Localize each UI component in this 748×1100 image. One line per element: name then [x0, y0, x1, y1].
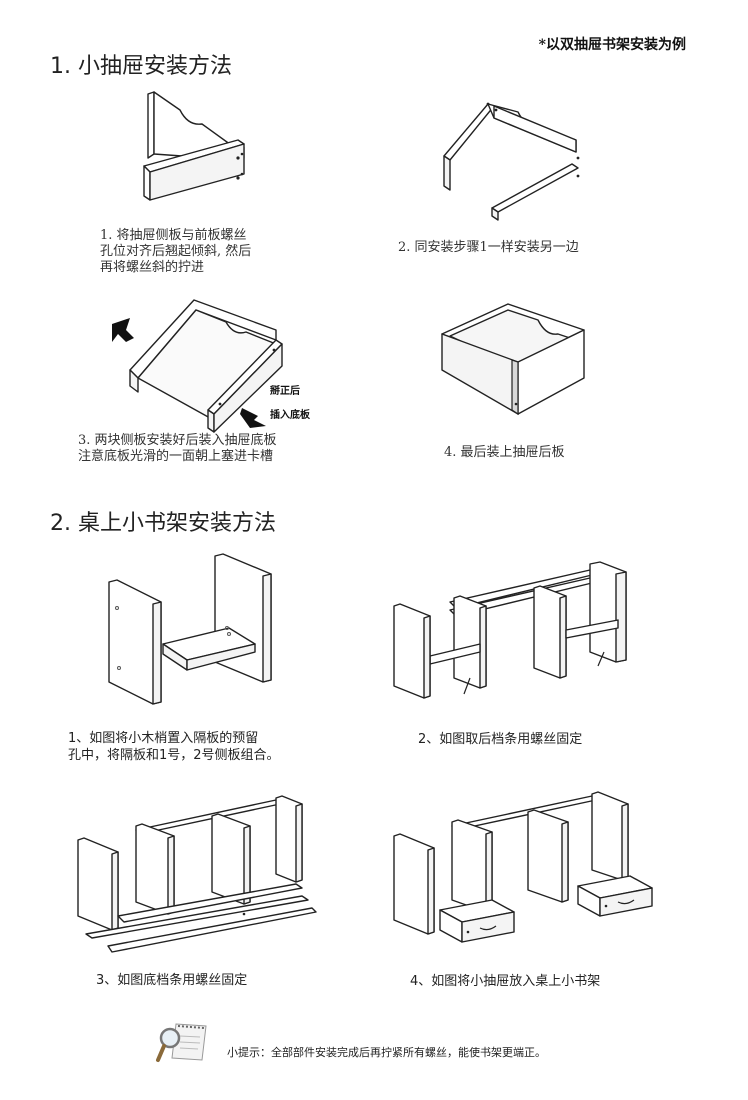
- drawer-step3-annotation-top: 掰正后: [270, 384, 300, 397]
- shelf-step3-figure: [77, 795, 317, 953]
- shelf-step4-figure: [393, 791, 653, 943]
- drawer-step4-caption: 4. 最后装上抽屉后板: [444, 445, 565, 460]
- shelf-step3-caption: 3、如图底档条用螺丝固定: [96, 973, 248, 988]
- drawer-step3-figure: 掰正后 插入底板: [112, 299, 311, 433]
- shelf-step1-figure: [108, 553, 272, 705]
- shelf-step4-caption: 4、如图将小抽屉放入桌上小书架: [410, 974, 601, 989]
- drawer-step2-figure: [443, 102, 580, 221]
- drawer-step1-figure: [143, 91, 245, 201]
- drawer-step3-caption: 3. 两块侧板安装好后装入抽屉底板 注意底板光滑的一面朝上塞进卡槽: [78, 433, 277, 464]
- tip-text: 小提示：全部部件安装完成后再拧紧所有螺丝，能使书架更端正。: [227, 1046, 546, 1059]
- drawer-step2-caption: 2. 同安装步骤1一样安装另一边: [398, 240, 579, 255]
- drawer-step3-annotation-bottom: 插入底板: [270, 408, 311, 421]
- section2-title: 2. 桌上小书架安装方法: [50, 511, 276, 536]
- shelf-step2-figure: [393, 561, 627, 699]
- shelf-step2-caption: 2、如图取后档条用螺丝固定: [418, 732, 583, 747]
- example-note: *以双抽屉书架安装为例: [538, 37, 686, 53]
- section1-title: 1. 小抽屉安装方法: [50, 54, 232, 79]
- drawer-step4-figure: [441, 303, 585, 416]
- drawer-step1-caption: 1. 将抽屉侧板与前板螺丝 孔位对齐后翘起倾斜, 然后 再将螺丝斜的拧进: [100, 228, 252, 275]
- magnifier-note-icon: [156, 1023, 207, 1062]
- shelf-step1-caption: 1、如图将小木梢置入隔板的预留 孔中，将隔板和1号，2号侧板组合。: [68, 731, 280, 763]
